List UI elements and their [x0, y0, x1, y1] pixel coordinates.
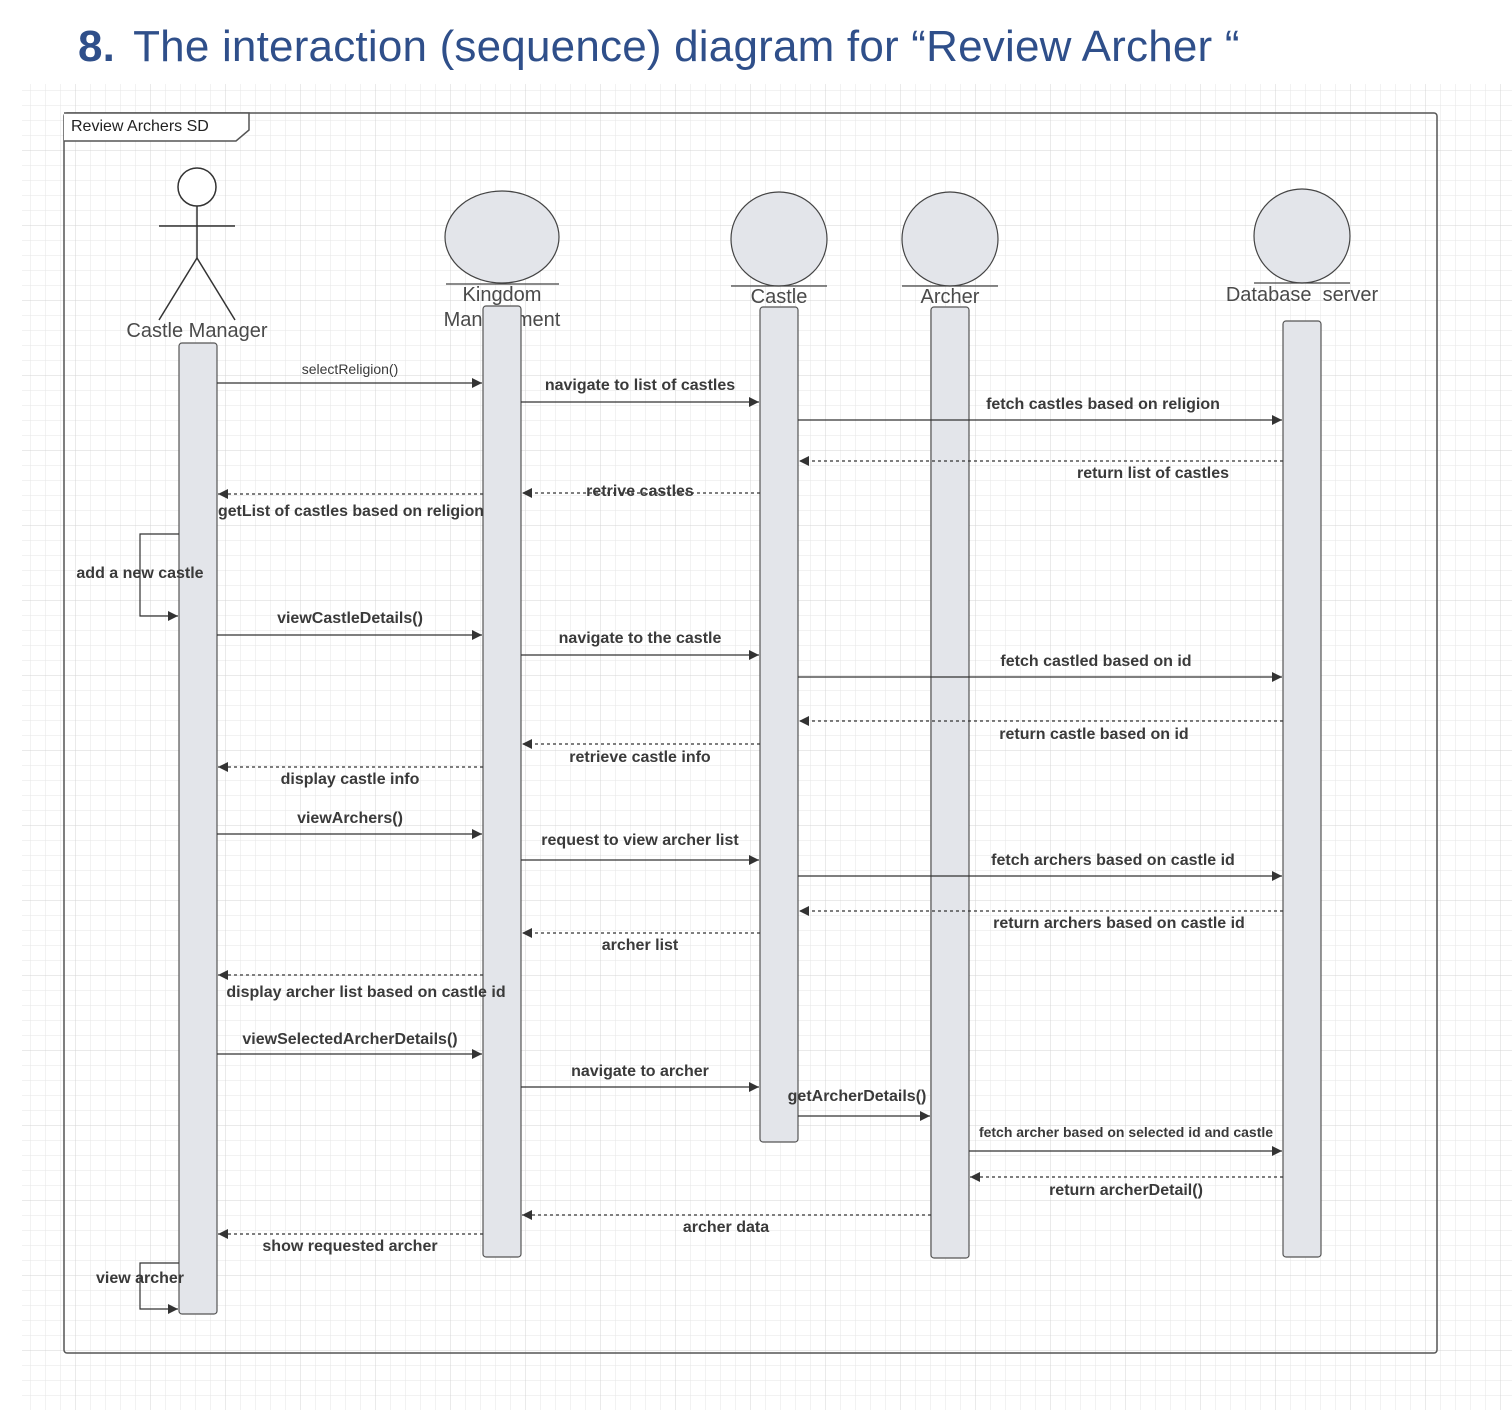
message-label: return castle based on id — [999, 726, 1188, 743]
database-server-entity-icon — [1253, 188, 1351, 284]
message-label: navigate to list of castles — [545, 377, 735, 394]
message-label: fetch castled based on id — [1000, 653, 1191, 670]
message-label: archer list — [602, 937, 679, 954]
message-label: return archerDetail() — [1049, 1182, 1203, 1199]
kingdom-management-entity-icon — [444, 190, 560, 285]
section-number: 8. — [78, 22, 116, 71]
castle-manager-actor — [158, 167, 236, 321]
message-label: fetch archer based on selected id and ca… — [979, 1124, 1273, 1140]
arrow-self-add-new-castle — [139, 533, 179, 621]
message-label: fetch archers based on castle id — [991, 852, 1235, 869]
message-label: navigate to the castle — [559, 630, 722, 647]
message-arrows — [139, 378, 1283, 1314]
section-title: The interaction (sequence) diagram for “… — [133, 22, 1240, 71]
message-label: viewCastleDetails() — [277, 610, 423, 627]
participant-label-database-server: Database server — [1226, 284, 1379, 306]
participant-label-kingdom-line1: Kingdom — [463, 284, 542, 306]
message-label: fetch castles based on religion — [986, 396, 1220, 413]
message-label: return list of castles — [1077, 465, 1229, 482]
message-label: getList of castles based on religion — [218, 503, 484, 520]
actor-head — [177, 167, 217, 207]
message-label: return archers based on castle id — [993, 915, 1245, 932]
participant-label-castle-manager: Castle Manager — [126, 320, 268, 342]
message-label: navigate to archer — [571, 1063, 709, 1080]
archer-entity-icon — [901, 191, 999, 287]
message-label: view archer — [96, 1270, 184, 1287]
message-label: archer data — [683, 1219, 769, 1236]
message-labels: selectReligion() navigate to list of cas… — [76, 361, 1273, 1287]
sd-frame-title: Review Archers SD — [71, 118, 209, 135]
message-label: retrieve castle info — [569, 749, 711, 766]
message-label: selectReligion() — [302, 361, 398, 377]
actor-leg-left — [158, 257, 198, 321]
arrow-self-view-archer — [139, 1262, 179, 1314]
actor-leg-right — [196, 257, 236, 321]
activation-bar-archer — [930, 306, 970, 1259]
message-label: getArcherDetails() — [788, 1088, 927, 1105]
message-label: viewSelectedArcherDetails() — [242, 1031, 457, 1048]
participant-label-castle: Castle — [751, 286, 808, 308]
activation-bar-database-server — [1282, 320, 1322, 1258]
activation-bar-castle-manager — [178, 342, 218, 1315]
message-label: request to view archer list — [541, 832, 739, 849]
message-label: add a new castle — [76, 565, 203, 582]
message-label: viewArchers() — [297, 810, 403, 827]
participant-label-archer: Archer — [921, 286, 980, 308]
message-label: retrive castles — [586, 483, 694, 500]
castle-entity-icon — [730, 191, 828, 287]
message-label: show requested archer — [262, 1238, 437, 1255]
activation-bar-kingdom-management — [482, 305, 522, 1258]
sd-frame-tab — [64, 112, 250, 142]
message-label: display castle info — [281, 771, 420, 788]
activation-bar-castle — [759, 306, 799, 1143]
sd-frame — [63, 112, 1438, 1354]
section-heading: 8. The interaction (sequence) diagram for… — [78, 22, 1240, 72]
message-label: display archer list based on castle id — [226, 984, 505, 1001]
